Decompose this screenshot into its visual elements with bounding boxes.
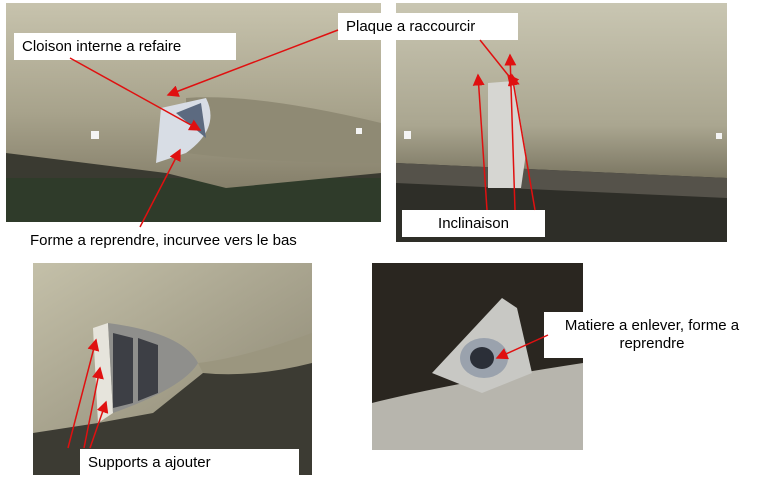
- label-matiere: Matiere a enlever, forme a reprendre: [544, 312, 760, 358]
- photo-supports-bottom-left: [33, 263, 312, 475]
- label-forme: Forme a reprendre, incurvee vers le bas: [22, 227, 338, 254]
- label-plaque: Plaque a raccourcir: [338, 13, 518, 40]
- photo-plate-top-right: [396, 3, 727, 242]
- label-cloison: Cloison interne a refaire: [14, 33, 236, 60]
- label-supports: Supports a ajouter: [80, 449, 299, 476]
- label-inclinaison: Inclinaison: [402, 210, 545, 237]
